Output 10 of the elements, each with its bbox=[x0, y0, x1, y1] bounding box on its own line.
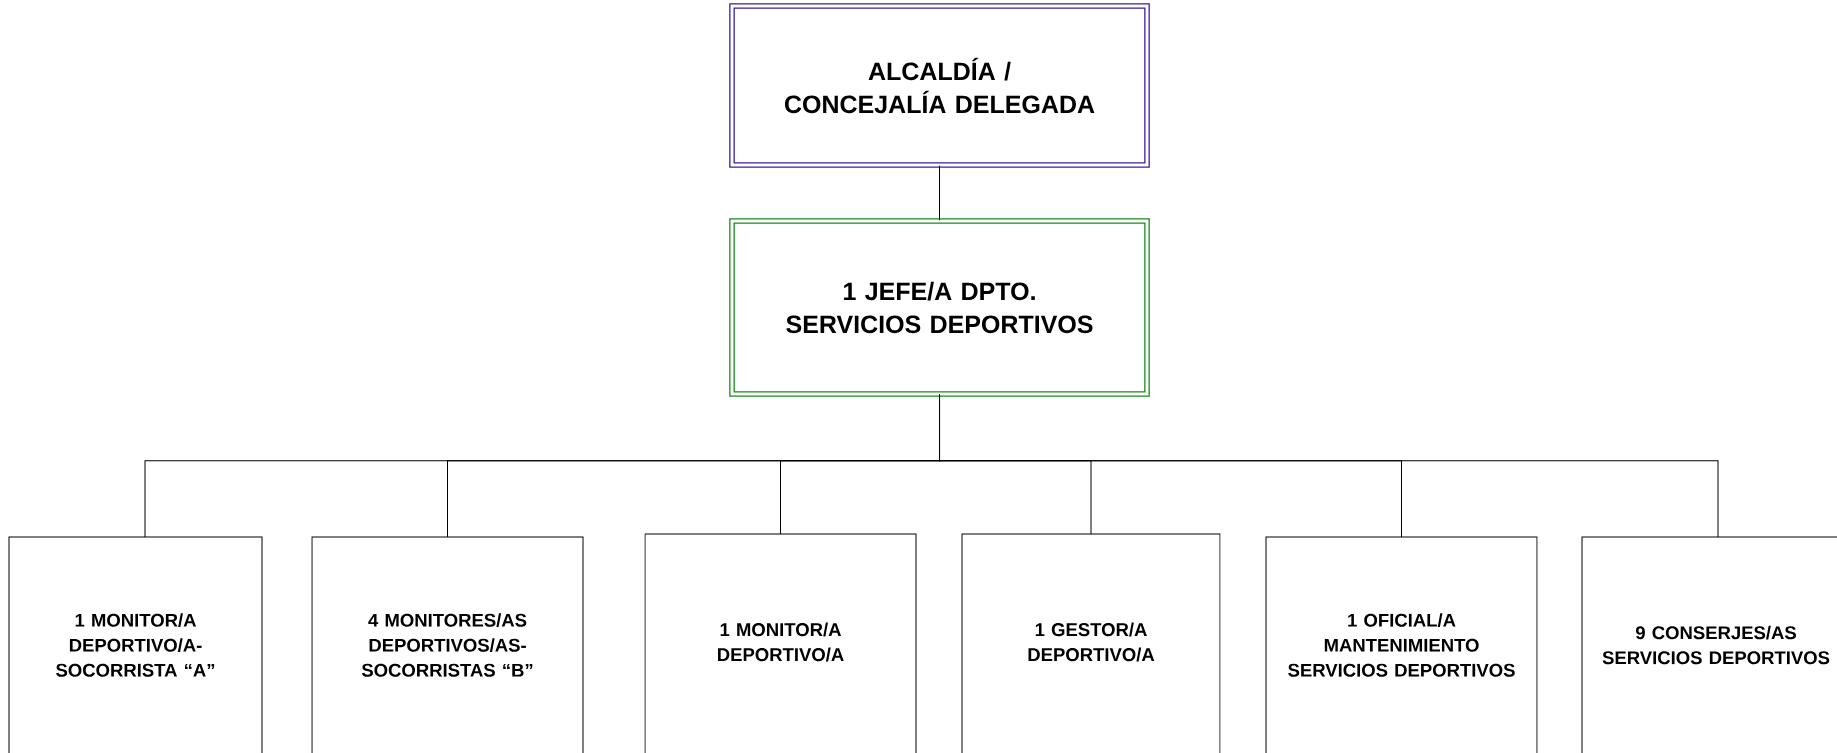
org-box: 1 OFICIAL/A MANTENIMIENTO SERVICIOS DEPORTIVOS bbox=[1265, 536, 1538, 753]
org-box: 4 MONITORES/AS DEPORTIVOS/AS- SOCORRISTAS “B” bbox=[311, 536, 584, 753]
org-box: ALCALDÍA / CONCEJALÍA DELEGADA bbox=[729, 3, 1150, 168]
connector-line bbox=[939, 165, 940, 221]
org-box: 9 CONSERJES/AS SERVICIOS DEPORTIVOS bbox=[1581, 536, 1837, 753]
org-box: 1 MONITOR/A DEPORTIVO/A- SOCORRISTA “A” bbox=[8, 536, 263, 753]
org-box: 1 GESTOR/A DEPORTIVO/A bbox=[961, 533, 1221, 753]
org-box: 1 MONITOR/A DEPORTIVO/A bbox=[644, 533, 917, 753]
connector-line bbox=[939, 394, 1719, 538]
org-box: 1 JEFE/A DPTO. SERVICIOS DEPORTIVOS bbox=[729, 218, 1150, 397]
